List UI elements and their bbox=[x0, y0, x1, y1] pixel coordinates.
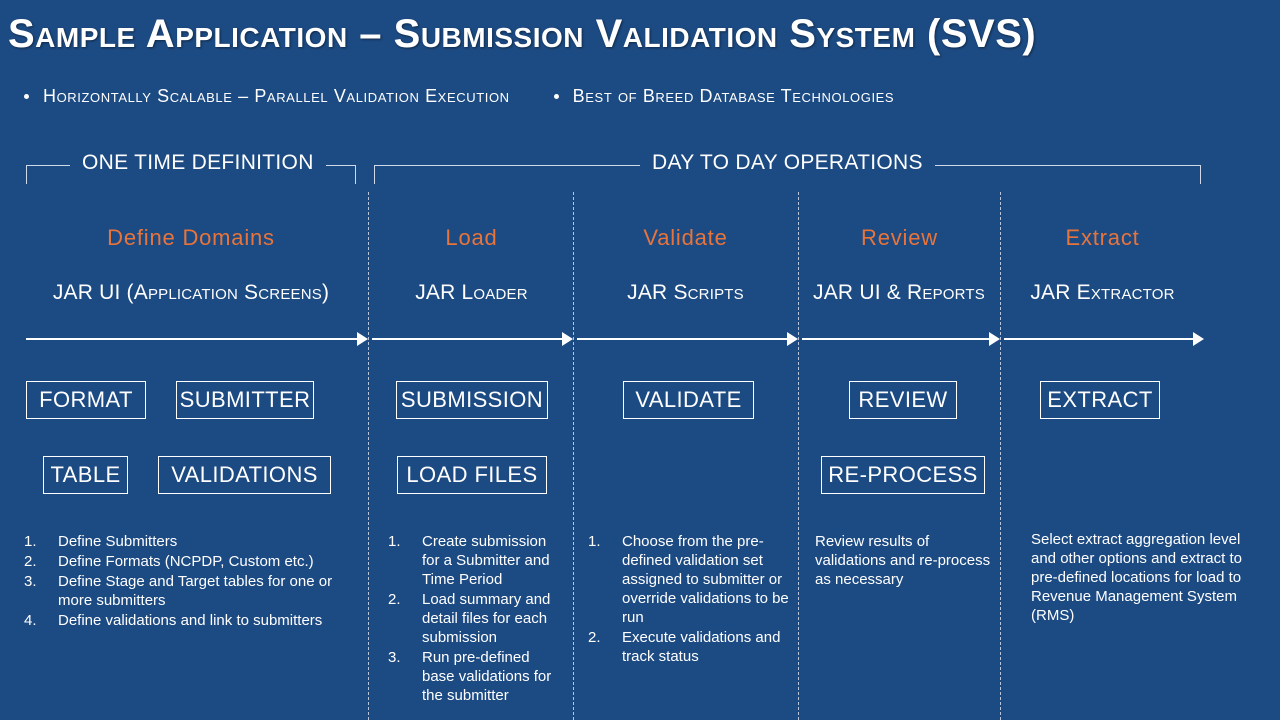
notes-list: Define Submitters Define Formats (NCPDP,… bbox=[16, 532, 356, 630]
list-item: Load summary and detail files for each s… bbox=[388, 590, 551, 646]
column-title-define-domains: Define Domains bbox=[107, 225, 275, 250]
box-load-files[interactable]: LOAD FILES bbox=[397, 456, 547, 494]
arrow-head-icon bbox=[787, 332, 798, 346]
box-validate[interactable]: VALIDATE bbox=[623, 381, 754, 419]
column-title-load: Load bbox=[445, 225, 498, 250]
box-extract[interactable]: EXTRACT bbox=[1040, 381, 1160, 419]
subtitle-bullet-1: Horizontally Scalable – Parallel Validat… bbox=[24, 86, 510, 107]
column-divider-1 bbox=[368, 192, 369, 720]
subtitle-bullet-2-label: Best of Breed Database Technologies bbox=[572, 86, 895, 106]
column-divider-3 bbox=[798, 192, 799, 720]
notes-list: Create submission for a Submitter and Ti… bbox=[380, 532, 560, 705]
subtitle-bullet-1-label: Horizontally Scalable – Parallel Validat… bbox=[43, 86, 510, 106]
arrow-validate-to-review bbox=[577, 332, 798, 346]
arrow-head-icon bbox=[989, 332, 1000, 346]
box-review[interactable]: REVIEW bbox=[849, 381, 957, 419]
bracket-tick-right bbox=[1200, 165, 1201, 184]
box-table[interactable]: TABLE bbox=[43, 456, 128, 494]
notes-extract: Select extract aggregation level and oth… bbox=[1031, 530, 1243, 625]
list-item: Create submission for a Submitter and Ti… bbox=[388, 532, 550, 588]
list-item: Run pre-defined base validations for the… bbox=[388, 648, 552, 704]
subtitle-bullet-list: Horizontally Scalable – Parallel Validat… bbox=[24, 86, 1254, 107]
list-item: Define Submitters bbox=[24, 532, 178, 551]
list-item: Execute validations and track status bbox=[588, 628, 781, 665]
list-item: Define Formats (NCPDP, Custom etc.) bbox=[24, 552, 314, 571]
column-title-validate: Validate bbox=[643, 225, 728, 250]
box-format[interactable]: FORMAT bbox=[26, 381, 146, 419]
bracket-tick-left bbox=[374, 165, 375, 184]
phase-label-one-time-definition: ONE TIME DEFINITION bbox=[70, 151, 326, 175]
arrow-head-icon bbox=[357, 332, 368, 346]
bracket-tick-right bbox=[355, 165, 356, 184]
list-item: Define validations and link to submitter… bbox=[24, 611, 323, 630]
page-title: Sample Application – Submission Validati… bbox=[8, 12, 1037, 56]
arrow-head-icon bbox=[562, 332, 573, 346]
bullet-dot-icon bbox=[24, 94, 29, 99]
arrow-head-icon bbox=[1193, 332, 1204, 346]
column-subtitle-define-domains: JAR UI (Application Screens) bbox=[52, 281, 330, 304]
subtitle-bullet-2: Best of Breed Database Technologies bbox=[553, 86, 895, 107]
phase-label-day-to-day-operations: DAY TO DAY OPERATIONS bbox=[640, 151, 935, 175]
notes-load: Create submission for a Submitter and Ti… bbox=[380, 532, 560, 706]
arrow-define-to-load bbox=[26, 332, 368, 346]
notes-list: Choose from the pre-defined validation s… bbox=[580, 532, 790, 666]
box-re-process[interactable]: RE-PROCESS bbox=[821, 456, 985, 494]
column-subtitle-load: JAR Loader bbox=[415, 281, 528, 304]
arrow-shaft bbox=[1004, 338, 1193, 340]
arrow-shaft bbox=[802, 338, 989, 340]
notes-review: Review results of validations and re-pro… bbox=[815, 532, 995, 589]
bracket-tick-left bbox=[26, 165, 27, 184]
notes-validate: Choose from the pre-defined validation s… bbox=[580, 532, 790, 667]
column-divider-4 bbox=[1000, 192, 1001, 720]
column-subtitle-validate: JAR Scripts bbox=[627, 281, 744, 304]
arrow-shaft bbox=[372, 338, 562, 340]
box-validations[interactable]: VALIDATIONS bbox=[158, 456, 331, 494]
column-subtitle-review: JAR UI & Reports bbox=[813, 281, 985, 304]
notes-define-domains: Define Submitters Define Formats (NCPDP,… bbox=[16, 532, 356, 631]
column-subtitle-extract: JAR Extractor bbox=[1030, 281, 1175, 304]
bullet-dot-icon bbox=[553, 94, 559, 99]
arrow-shaft bbox=[26, 338, 357, 340]
box-submitter[interactable]: SUBMITTER bbox=[176, 381, 314, 419]
arrow-review-to-extract bbox=[802, 332, 1000, 346]
column-divider-2 bbox=[573, 192, 574, 720]
box-submission[interactable]: SUBMISSION bbox=[396, 381, 548, 419]
column-title-review: Review bbox=[861, 225, 938, 250]
list-item: Define Stage and Target tables for one o… bbox=[24, 572, 333, 609]
arrow-extract-out bbox=[1004, 332, 1204, 346]
arrow-load-to-validate bbox=[372, 332, 573, 346]
column-title-extract: Extract bbox=[1065, 225, 1140, 250]
notes-paragraph: Select extract aggregation level and oth… bbox=[1031, 531, 1242, 624]
arrow-shaft bbox=[577, 338, 787, 340]
notes-paragraph: Review results of validations and re-pro… bbox=[815, 533, 991, 588]
list-item: Choose from the pre-defined validation s… bbox=[588, 532, 789, 626]
